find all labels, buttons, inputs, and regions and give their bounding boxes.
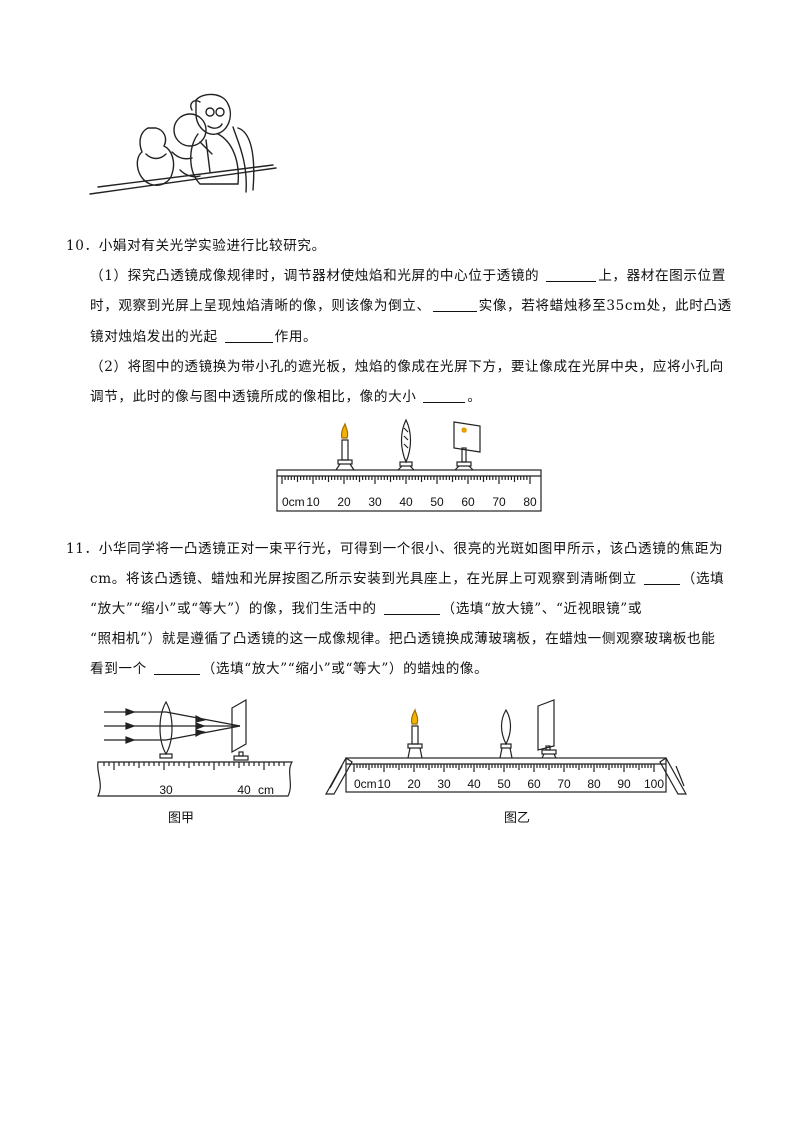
q10-part2-line2: 调节，此时的像与图中透镜所成的像相比，像的大小 。 xyxy=(90,388,482,405)
ruler-label: 40 xyxy=(467,777,481,791)
q11-figure-a-caption: 图甲 xyxy=(168,811,195,826)
q10-part1-line2: 时，观察到光屏上呈现烛焰清晰的像，则该像为倒立、实像，若将蜡烛移至35cm处，此… xyxy=(90,297,732,314)
ruler-label: 60 xyxy=(461,495,475,509)
ruler-label: 0cm xyxy=(354,777,377,791)
ruler-label: 80 xyxy=(523,495,537,509)
q11-line2: cm。将该凸透镜、蜡烛和光屏按图乙所示安装到光具座上，在光屏上可观察到清晰倒立 … xyxy=(90,570,725,587)
q11-blank-1[interactable] xyxy=(643,570,680,585)
q11-figure-a: 30 40 cm xyxy=(97,698,294,797)
ruler-label: cm xyxy=(258,783,274,797)
q10-part2-line1: （2）将图中的透镜换为带小孔的遮光板，烛焰的像成在光屏下方，要让像成在光屏中央，… xyxy=(90,359,724,375)
ruler-label: 10 xyxy=(306,495,320,509)
q11-figure-b-caption: 图乙 xyxy=(504,811,531,826)
q10-part1-line1: （1）探究凸透镜成像规律时，调节器材使烛焰和光屏的中心位于透镜的 上，器材在图示… xyxy=(90,267,726,284)
ruler-label: 60 xyxy=(527,777,541,791)
ruler-label: 30 xyxy=(159,783,173,797)
ruler-label: 50 xyxy=(430,495,444,509)
ruler-label: 70 xyxy=(492,495,506,509)
ruler-label: 30 xyxy=(368,495,382,509)
ruler-label: 50 xyxy=(497,777,511,791)
ruler-label: 40 xyxy=(399,495,413,509)
ruler-label: 20 xyxy=(407,777,421,791)
q10-blank-3[interactable] xyxy=(224,328,273,343)
q11-blank-2[interactable] xyxy=(383,600,440,615)
q10-number: 10． xyxy=(66,238,99,254)
q10-part1-line3: 镜对烛焰发出的光起 作用。 xyxy=(90,328,318,345)
q10-blank-4[interactable] xyxy=(423,388,466,403)
ruler-label: 0cm xyxy=(282,495,305,509)
q11-line1: 11．小华同学将一凸透镜正对一束平行光，可得到一个很小、很亮的光斑如图甲所示，该… xyxy=(66,541,724,557)
q11-line4: “照相机”）就是遵循了凸透镜的这一成像规律。把凸透镜换成薄玻璃板，在蜡烛一侧观察… xyxy=(90,631,716,647)
q10-stem: 10．小娟对有关光学实验进行比较研究。 xyxy=(66,238,326,254)
q11-number: 11． xyxy=(66,541,99,557)
q10-blank-2[interactable] xyxy=(432,297,477,312)
ruler-label: 70 xyxy=(557,777,571,791)
ruler-label: 20 xyxy=(337,495,351,509)
ruler-label: 100 xyxy=(644,777,664,791)
ruler-label: 10 xyxy=(377,777,391,791)
scientist-magnifier-illustration xyxy=(89,93,277,195)
q10-blank-1[interactable] xyxy=(546,267,597,282)
ruler-label: 80 xyxy=(587,777,601,791)
q11-blank-3[interactable] xyxy=(153,660,200,675)
ruler-label: 30 xyxy=(437,777,451,791)
ruler-label: 90 xyxy=(617,777,631,791)
q11-line5: 看到一个 （选填“放大”“缩小”或“等大”）的蜡烛的像。 xyxy=(90,660,489,677)
q11-line3: “放大”“缩小”或“等大”）的像，我们生活中的 （选填“放大镜”、“近视眼镜”或 xyxy=(90,600,643,617)
ruler-label: 40 xyxy=(237,783,251,797)
